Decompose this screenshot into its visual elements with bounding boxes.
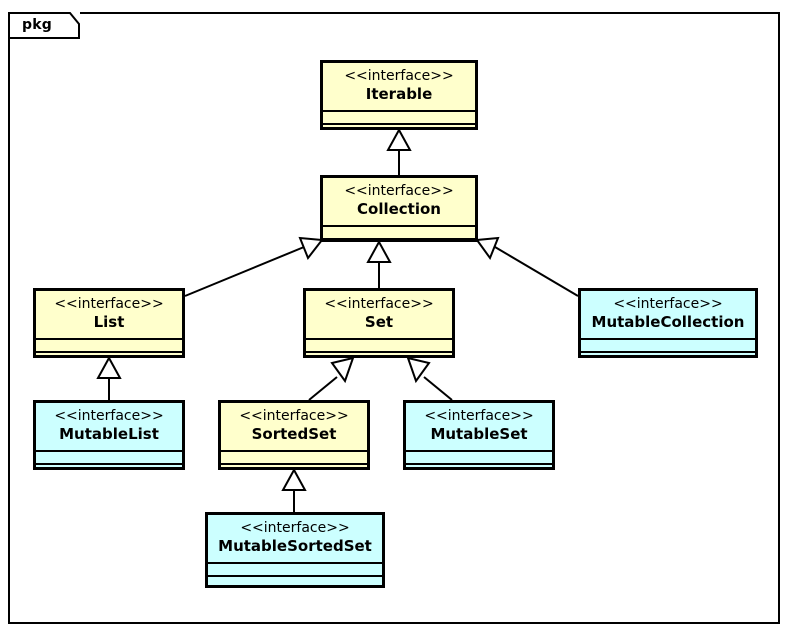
- class-header-sortedset: <<interface>> SortedSet: [221, 403, 367, 452]
- operations-compartment: [36, 465, 182, 479]
- stereotype-label: <<interface>>: [54, 408, 164, 424]
- operations-compartment: [581, 353, 755, 367]
- attributes-compartment: [221, 452, 367, 465]
- class-header-list: <<interface>> List: [36, 291, 182, 340]
- attributes-compartment: [323, 112, 475, 125]
- class-header-mutableset: <<interface>> MutableSet: [406, 403, 552, 452]
- package-frame: [8, 12, 780, 624]
- class-name-label: Collection: [357, 200, 441, 218]
- attributes-compartment: [406, 452, 552, 465]
- operations-compartment: [208, 577, 382, 591]
- stereotype-label: <<interface>>: [613, 296, 723, 312]
- attributes-compartment: [306, 340, 452, 353]
- class-box-collection[interactable]: <<interface>> Collection: [320, 175, 478, 242]
- class-header-collection: <<interface>> Collection: [323, 178, 475, 227]
- class-name-label: MutableCollection: [591, 313, 745, 331]
- stereotype-label: <<interface>>: [344, 68, 454, 84]
- attributes-compartment: [36, 452, 182, 465]
- class-name-label: MutableSortedSet: [218, 537, 372, 555]
- attributes-compartment: [36, 340, 182, 353]
- class-header-mutablecollection: <<interface>> MutableCollection: [581, 291, 755, 340]
- attributes-compartment: [208, 564, 382, 577]
- stereotype-label: <<interface>>: [424, 408, 534, 424]
- class-box-iterable[interactable]: <<interface>> Iterable: [320, 60, 478, 130]
- class-box-mutablelist[interactable]: <<interface>> MutableList: [33, 400, 185, 470]
- class-name-label: MutableSet: [430, 425, 528, 443]
- class-name-label: SortedSet: [251, 425, 337, 443]
- class-header-iterable: <<interface>> Iterable: [323, 63, 475, 112]
- stereotype-label: <<interface>>: [344, 183, 454, 199]
- class-box-mutablesortedset[interactable]: <<interface>> MutableSortedSet: [205, 512, 385, 588]
- class-box-set[interactable]: <<interface>> Set: [303, 288, 455, 358]
- package-name-label: pkg: [22, 17, 52, 33]
- stereotype-label: <<interface>>: [54, 296, 164, 312]
- class-box-mutableset[interactable]: <<interface>> MutableSet: [403, 400, 555, 470]
- operations-compartment: [36, 353, 182, 367]
- operations-compartment: [323, 240, 475, 254]
- class-header-set: <<interface>> Set: [306, 291, 452, 340]
- class-name-label: MutableList: [59, 425, 159, 443]
- stereotype-label: <<interface>>: [239, 408, 349, 424]
- class-name-label: List: [93, 313, 125, 331]
- class-box-mutablecollection[interactable]: <<interface>> MutableCollection: [578, 288, 758, 358]
- class-name-label: Set: [364, 313, 394, 331]
- class-name-label: Iterable: [365, 85, 433, 103]
- operations-compartment: [323, 125, 475, 139]
- class-box-list[interactable]: <<interface>> List: [33, 288, 185, 358]
- class-box-sortedset[interactable]: <<interface>> SortedSet: [218, 400, 370, 470]
- class-header-mutablelist: <<interface>> MutableList: [36, 403, 182, 452]
- stereotype-label: <<interface>>: [240, 520, 350, 536]
- stereotype-label: <<interface>>: [324, 296, 434, 312]
- operations-compartment: [406, 465, 552, 479]
- class-header-mutablesortedset: <<interface>> MutableSortedSet: [208, 515, 382, 564]
- operations-compartment: [306, 353, 452, 367]
- operations-compartment: [221, 465, 367, 479]
- package-tab: pkg: [8, 12, 80, 39]
- attributes-compartment: [581, 340, 755, 353]
- package-tab-shape: [8, 12, 80, 39]
- attributes-compartment: [323, 227, 475, 240]
